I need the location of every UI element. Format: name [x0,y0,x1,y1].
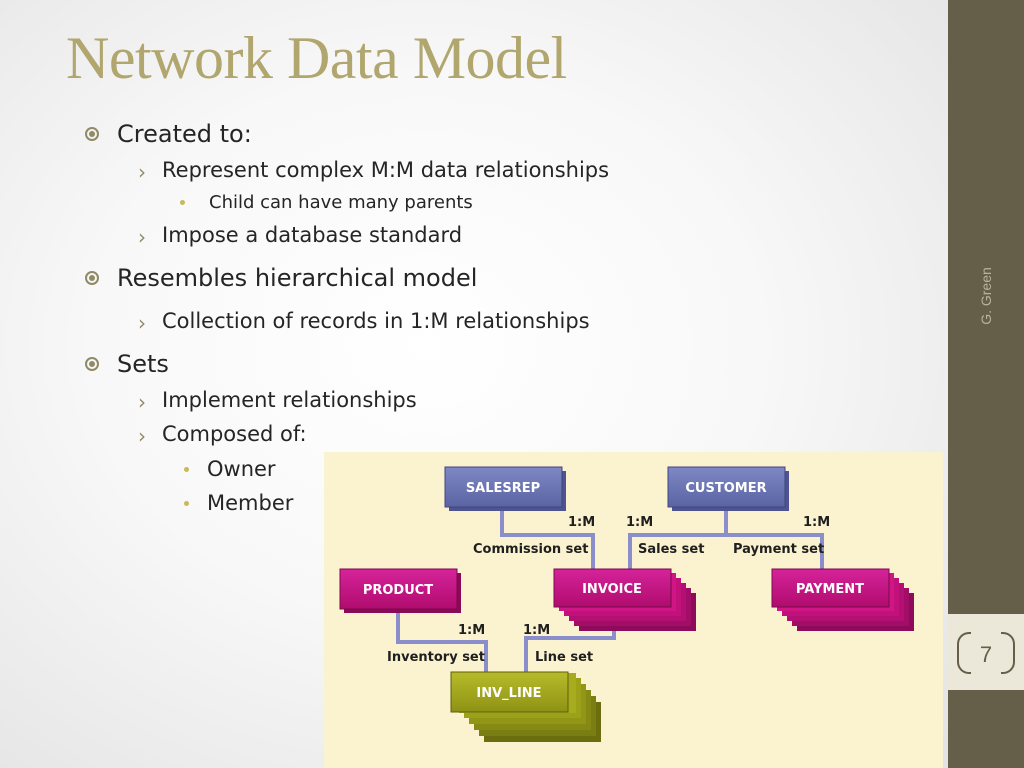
slide-title: Network Data Model [66,25,567,91]
left-bracket-icon [957,632,971,674]
inv-line-stack [450,671,601,742]
commission-cardinality: 1:M [568,515,595,530]
chevron-bullet-icon: › [138,160,146,184]
commission-set-label: Commission set [473,542,588,557]
chevron-bullet-icon: › [138,311,146,335]
bullet-owner: Owner [207,457,276,481]
page-number-box: 7 [948,614,1024,690]
network-diagram-svg: SALESREP CUSTOMER PRODUCT INVOICE PAYMEN… [339,466,914,742]
dot-bullet-icon [184,467,189,472]
sales-cardinality: 1:M [626,515,653,530]
bullet-sets: Sets [117,350,169,378]
commission-connector [500,507,595,569]
product-box [339,568,458,610]
chevron-bullet-icon: › [138,390,146,414]
salesrep-label: SALESREP [466,481,540,496]
circle-bullet-icon [85,271,99,285]
circle-bullet-icon [85,127,99,141]
payment-stack [771,568,914,631]
page-number: 7 [979,642,993,667]
bullet-created-to: Created to: [117,120,252,148]
dot-bullet-icon [180,200,185,205]
salesrep-box [444,466,563,508]
inventory-connector [396,610,488,674]
payment-connector [726,533,824,569]
bullet-resembles: Resembles hierarchical model [117,264,478,292]
bullet-represent: Represent complex M:M data relationships [162,158,610,182]
payment-cardinality: 1:M [803,515,830,530]
payment-label: PAYMENT [796,582,864,597]
inv-line-label: INV_LINE [476,686,541,701]
line-set-label: Line set [535,650,593,665]
chevron-bullet-icon: › [138,424,146,448]
product-label: PRODUCT [363,583,433,598]
circle-bullet-icon [85,357,99,371]
bullet-composed: Composed of: [162,422,307,446]
dot-bullet-icon [184,501,189,506]
sales-connector [628,507,728,569]
network-diagram: SALESREP CUSTOMER PRODUCT INVOICE PAYMEN… [324,452,943,768]
sales-set-label: Sales set [638,542,704,557]
chevron-bullet-icon: › [138,225,146,249]
inventory-cardinality: 1:M [458,623,485,638]
bullet-child: Child can have many parents [209,192,473,213]
invoice-stack [553,568,696,631]
bullet-impose: Impose a database standard [162,223,463,247]
invoice-label: INVOICE [582,582,642,597]
payment-set-label: Payment set [733,542,824,557]
customer-box [667,466,786,508]
customer-label: CUSTOMER [685,481,766,496]
line-cardinality: 1:M [523,623,550,638]
inventory-set-label: Inventory set [387,650,485,665]
bullet-implement: Implement relationships [162,388,417,412]
bullet-collection: Collection of records in 1:M relationshi… [162,309,590,333]
bullet-member: Member [207,491,294,515]
